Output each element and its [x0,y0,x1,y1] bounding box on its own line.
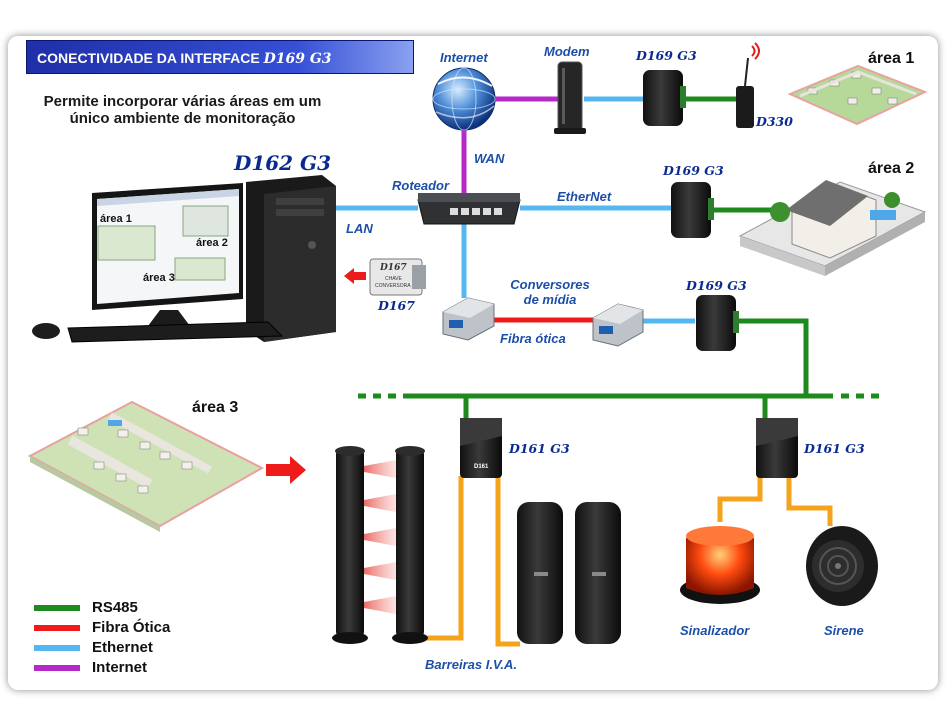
d161-label: D161 G3 [509,441,570,456]
beacon-label: Sinalizador [680,623,750,638]
legend-swatch [34,665,80,671]
d167-converter-switch-icon [369,258,426,296]
wan-label: WAN [474,151,505,166]
legend-label: RS485 [92,599,138,616]
computer-tower-icon [246,175,336,342]
diagram-frame [8,36,938,690]
red-arrow-icon [344,268,366,284]
internet-label: Internet [440,50,488,65]
area3-label: área 3 [192,399,239,416]
ethernet-label: EtherNet [557,189,612,204]
fiber-label: Fibra ótica [500,331,566,346]
d161-label: D161 G3 [804,441,865,456]
siren-icon [806,526,878,606]
area1-label: área 1 [868,50,915,67]
d167-box-model: D167 [379,263,407,273]
router-label: Roteador [392,178,450,193]
area3-site-illustration [27,400,265,532]
d161-box-label: D161 [474,464,489,470]
legend-label: Ethernet [92,639,153,656]
computer-monitor-icon [92,183,243,326]
d169-module-icon [671,182,714,238]
legend-swatch [34,645,80,651]
d161-module-icon [460,418,502,478]
converters-label: Conversores de mídia [510,277,590,307]
ir-barrier-tower-icon [392,446,428,644]
computer-model-label: D162 G3 [234,151,332,175]
rs485-links [358,96,879,418]
mouse-icon [32,323,60,339]
screen-area3-label: área 3 [143,272,175,284]
media-converter-icon [592,303,644,347]
internet-globe-icon [432,67,496,131]
ir-beams [364,460,396,614]
ir-barrier-tower-icon [332,446,368,644]
legend-swatch [34,625,80,631]
active-barrier-icon [575,502,621,644]
siren-label: Sirene [824,623,864,638]
sensor-wires [423,476,833,647]
legend-label: Fibra Ótica [92,619,171,636]
area1-site-illustration [787,64,928,126]
area2-house-illustration [738,180,927,276]
legend-swatch [34,605,80,611]
diagram-title: CONECTIVIDADE DA INTERFACE D169 G3 [37,50,332,67]
router-icon [417,193,521,225]
modem-icon [554,61,586,134]
d169-label: D169 G3 [636,48,697,63]
d330-label: D330 [756,114,793,129]
d167-box-line2: CONVERSORA [375,283,411,289]
red-arrow-icon [266,456,306,484]
lan-label: LAN [346,221,373,236]
d169-label: D169 G3 [686,278,747,293]
area2-label: área 2 [868,160,915,177]
active-barrier-icon [517,502,563,644]
d169-module-icon [643,70,686,126]
beacon-light-icon [680,526,760,604]
d169-module-icon [696,295,739,351]
d169-label: D169 G3 [663,163,724,178]
screen-area1-label: área 1 [100,213,132,225]
screen-area2-label: área 2 [196,237,228,249]
d167-label: D167 [378,298,415,313]
d167-box-line1: CHAVE [385,276,403,282]
subtitle: Permite incorporar várias áreas em um ún… [43,93,322,127]
media-converter-icon [442,297,495,341]
keyboard-icon [67,321,284,343]
d330-radio-icon [736,42,760,128]
barriers-label: Barreiras I.V.A. [425,657,518,672]
ethernet-links [322,96,695,324]
d161-module-icon [756,418,798,478]
modem-label: Modem [544,44,590,59]
legend-label: Internet [92,659,148,676]
internet-links [461,96,558,195]
title-banner: CONECTIVIDADE DA INTERFACE D169 G3 [26,40,414,74]
